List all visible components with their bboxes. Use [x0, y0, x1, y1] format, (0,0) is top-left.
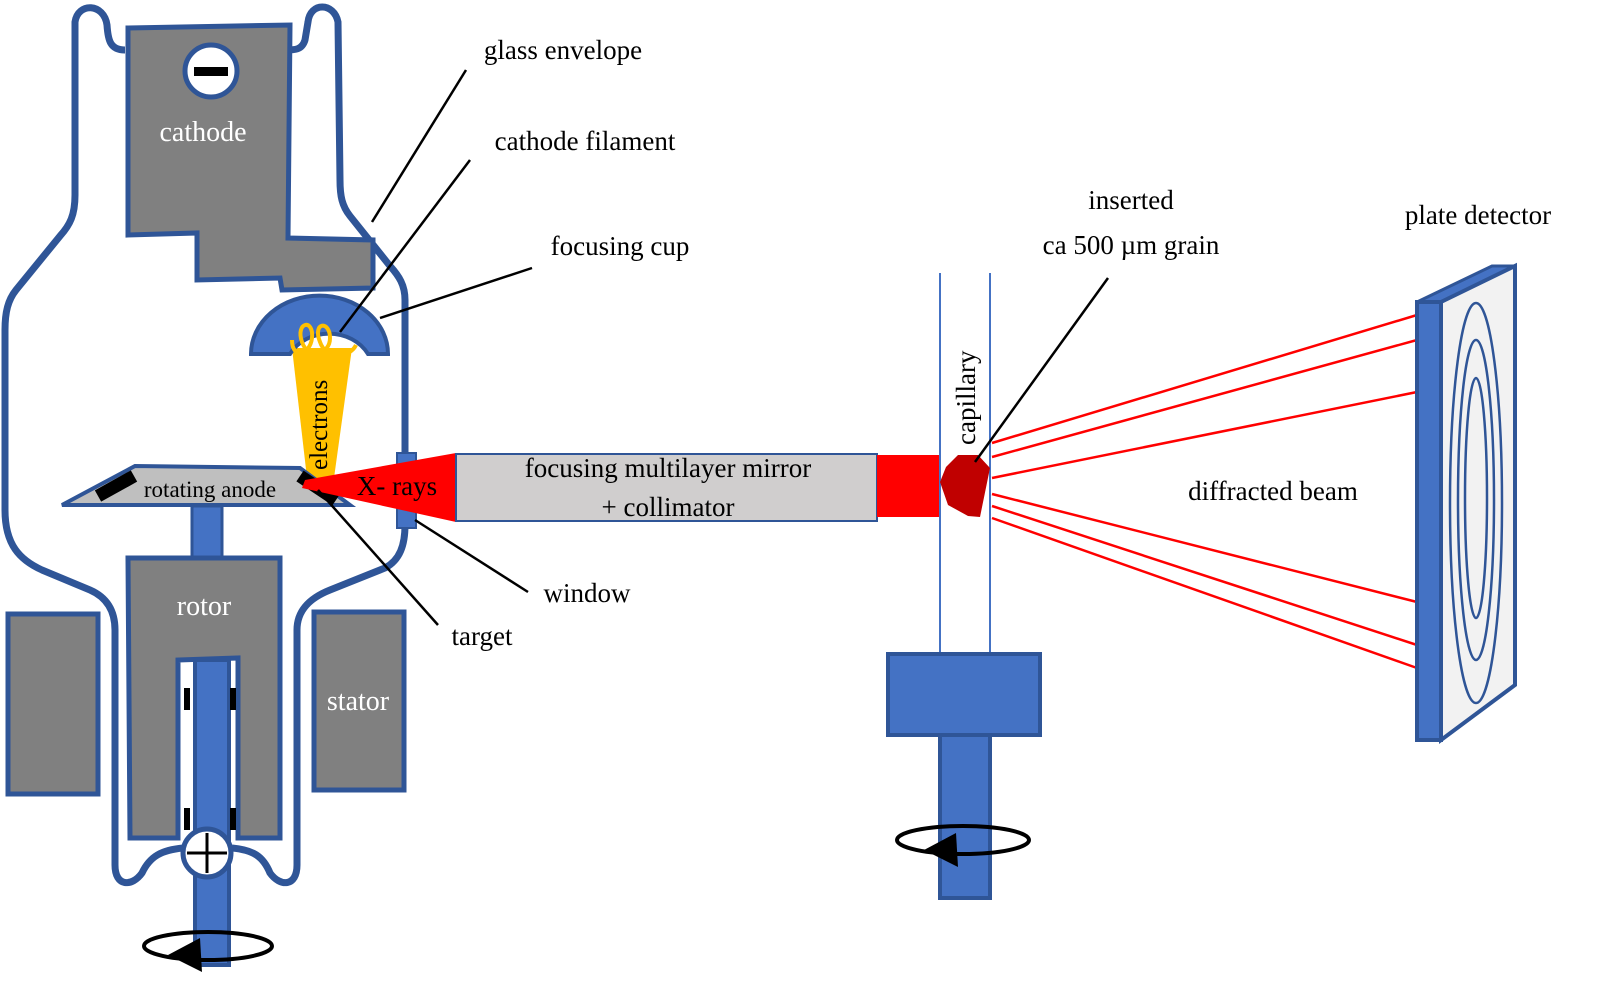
anode-shaft	[190, 504, 224, 562]
stator-label: stator	[327, 686, 390, 717]
glass-envelope-label: glass envelope	[484, 35, 642, 65]
bearing	[184, 808, 190, 830]
window-label: window	[544, 578, 632, 608]
goniometer-shaft	[938, 733, 992, 900]
cathode-filament	[290, 323, 358, 358]
anode-target-left	[94, 470, 138, 502]
goniometer-head	[886, 652, 1042, 737]
plate-detector-label: plate detector	[1405, 200, 1551, 230]
xrays-label: X- rays	[357, 471, 437, 501]
cathode-label: cathode	[159, 117, 246, 148]
minus-icon	[182, 42, 240, 100]
rotating-anode	[61, 463, 357, 507]
stator-left	[5, 611, 101, 797]
rotor	[125, 555, 283, 841]
focused-beam	[877, 455, 940, 517]
bearing	[230, 688, 236, 710]
focusing-mirror-collimator	[455, 453, 878, 522]
leader-lines	[317, 69, 1110, 626]
grain-label-line2: ca 500 µm grain	[1043, 230, 1220, 260]
grain-label-line1: inserted	[1088, 185, 1174, 215]
stator-right	[311, 609, 407, 793]
glass-envelope	[1, 3, 409, 886]
mirror-label-line1: focusing multilayer mirror	[525, 453, 811, 483]
bearing	[184, 688, 190, 710]
xray-beam	[302, 453, 456, 522]
focusing-cup-label: focusing cup	[551, 231, 690, 261]
sample-grain	[940, 455, 990, 517]
electrons-label: electrons	[306, 380, 333, 470]
rotating-anode-label: rotating anode	[144, 477, 276, 502]
plate-detector	[1415, 262, 1517, 744]
rotor-shaft	[193, 658, 231, 967]
target-label: target	[452, 621, 513, 651]
rotation-arrow-icon	[895, 824, 1031, 867]
electron-beam	[292, 348, 352, 478]
capillary-label: capillary	[951, 350, 981, 445]
plus-icon	[180, 826, 234, 880]
mirror-label-line2: + collimator	[602, 492, 735, 522]
diffracted-beam	[991, 313, 1418, 670]
cathode-block	[125, 22, 376, 293]
cathode-filament-label: cathode filament	[495, 126, 676, 156]
bearing	[230, 808, 236, 830]
rotation-arrow-icon	[142, 930, 274, 972]
diffracted-beam-label: diffracted beam	[1188, 476, 1358, 506]
rotor-label: rotor	[177, 591, 232, 622]
